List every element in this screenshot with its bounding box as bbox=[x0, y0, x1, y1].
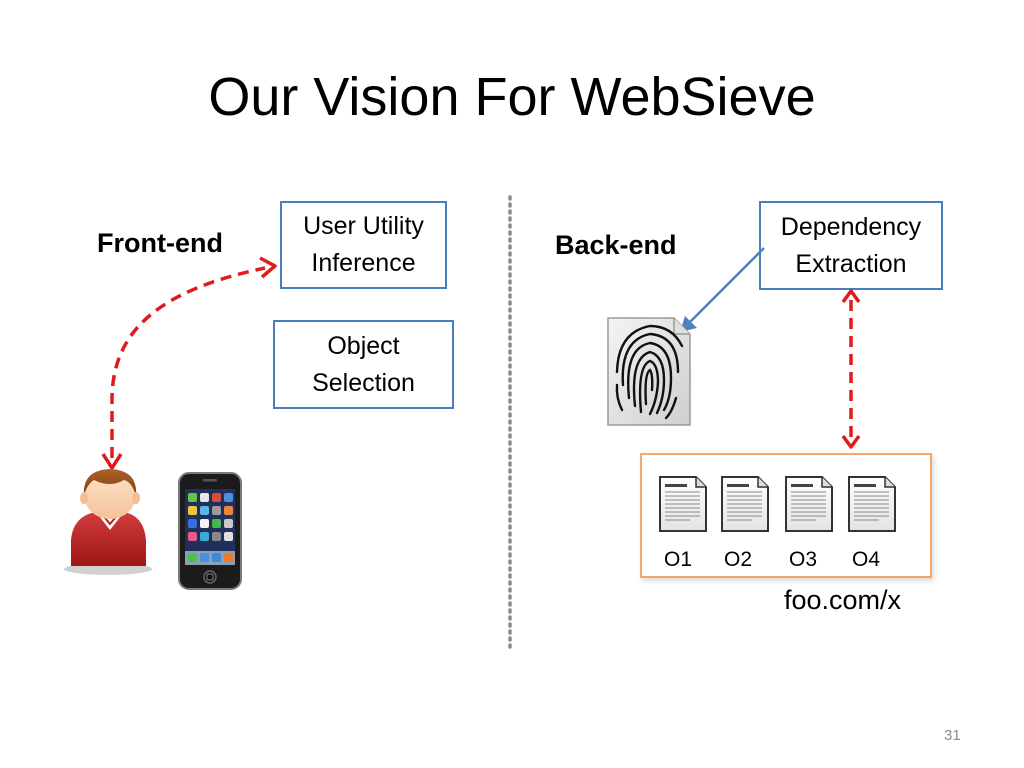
document-icon-o2 bbox=[721, 476, 769, 532]
dependency-extraction-box: Dependency Extraction bbox=[759, 201, 943, 290]
object-label-o1: O1 bbox=[664, 548, 693, 571]
extraction-to-fingerprint-arrow bbox=[680, 247, 765, 332]
object-label-o2: O2 bbox=[724, 548, 753, 571]
user-icon bbox=[64, 469, 152, 575]
backend-label: Back-end bbox=[555, 230, 677, 260]
document-icon-o4 bbox=[848, 476, 896, 532]
object-selection-line1: Object bbox=[327, 331, 400, 360]
document-icon-o1 bbox=[659, 476, 707, 532]
page-url: foo.com/x bbox=[784, 585, 902, 615]
page-number: 31 bbox=[944, 727, 961, 744]
object-label-o3: O3 bbox=[789, 548, 818, 571]
object-selection-box: Object Selection bbox=[273, 320, 454, 409]
fingerprint-document-icon bbox=[607, 317, 691, 426]
smartphone-icon bbox=[178, 472, 242, 590]
dependency-extraction-line2: Extraction bbox=[795, 249, 907, 278]
user-utility-inference-line1: User Utility bbox=[303, 212, 424, 240]
document-icon-o3 bbox=[785, 476, 833, 532]
dependency-extraction-line1: Dependency bbox=[780, 212, 922, 241]
user-to-inference-arrow bbox=[101, 256, 277, 470]
dependency-to-objects-arrow bbox=[841, 289, 861, 449]
user-utility-inference-box: User Utility Inference bbox=[280, 201, 447, 289]
user-utility-inference-line2: Inference bbox=[311, 249, 416, 277]
slide-title: Our Vision For WebSieve bbox=[208, 67, 816, 127]
frontend-label: Front-end bbox=[97, 228, 223, 258]
object-label-o4: O4 bbox=[852, 548, 881, 571]
object-selection-line2: Selection bbox=[312, 368, 415, 397]
